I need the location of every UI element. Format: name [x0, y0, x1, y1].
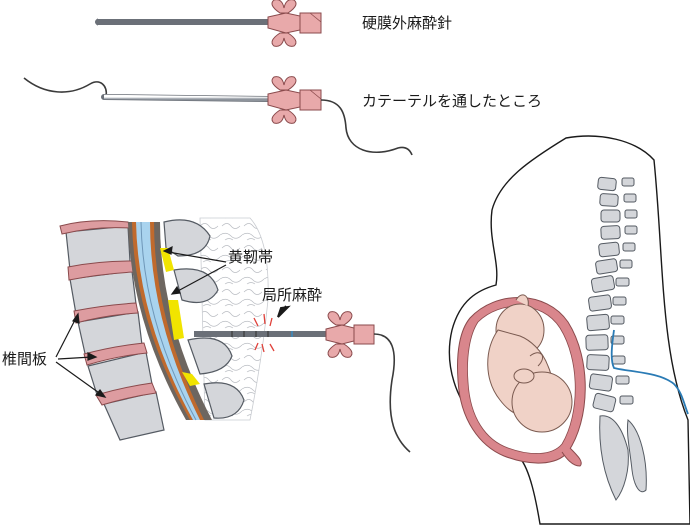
ligamentum-flavum	[160, 248, 200, 386]
needle-hub	[267, 0, 322, 47]
pregnant-body-section	[448, 135, 690, 525]
local-anesthesia-arrow	[277, 305, 291, 318]
ligament-arrows	[162, 245, 227, 295]
disc-label: 椎間板	[2, 350, 47, 368]
epidural-catheter-line	[610, 329, 689, 415]
needle-with-catheter	[23, 76, 413, 156]
catheter-label: カテーテルを通したところ	[362, 92, 542, 110]
local-anesthesia-marks	[253, 313, 275, 353]
ligament-label: 黄靭帯	[228, 248, 273, 266]
fetus	[487, 294, 573, 433]
needle-label: 硬膜外麻酔針	[362, 14, 452, 32]
vertebral-column	[585, 176, 629, 501]
spinal-canal	[128, 221, 212, 421]
needle-hub	[267, 76, 322, 124]
local-anesthesia-label: 局所麻酔	[262, 286, 322, 304]
spinous-column	[610, 177, 647, 493]
needle-hub	[325, 311, 375, 358]
epidural-needle	[95, 0, 322, 47]
inserted-needle	[194, 311, 411, 453]
disc-arrows	[55, 312, 107, 398]
spine-cross-section	[59, 217, 269, 441]
spinous-processes	[163, 219, 245, 419]
